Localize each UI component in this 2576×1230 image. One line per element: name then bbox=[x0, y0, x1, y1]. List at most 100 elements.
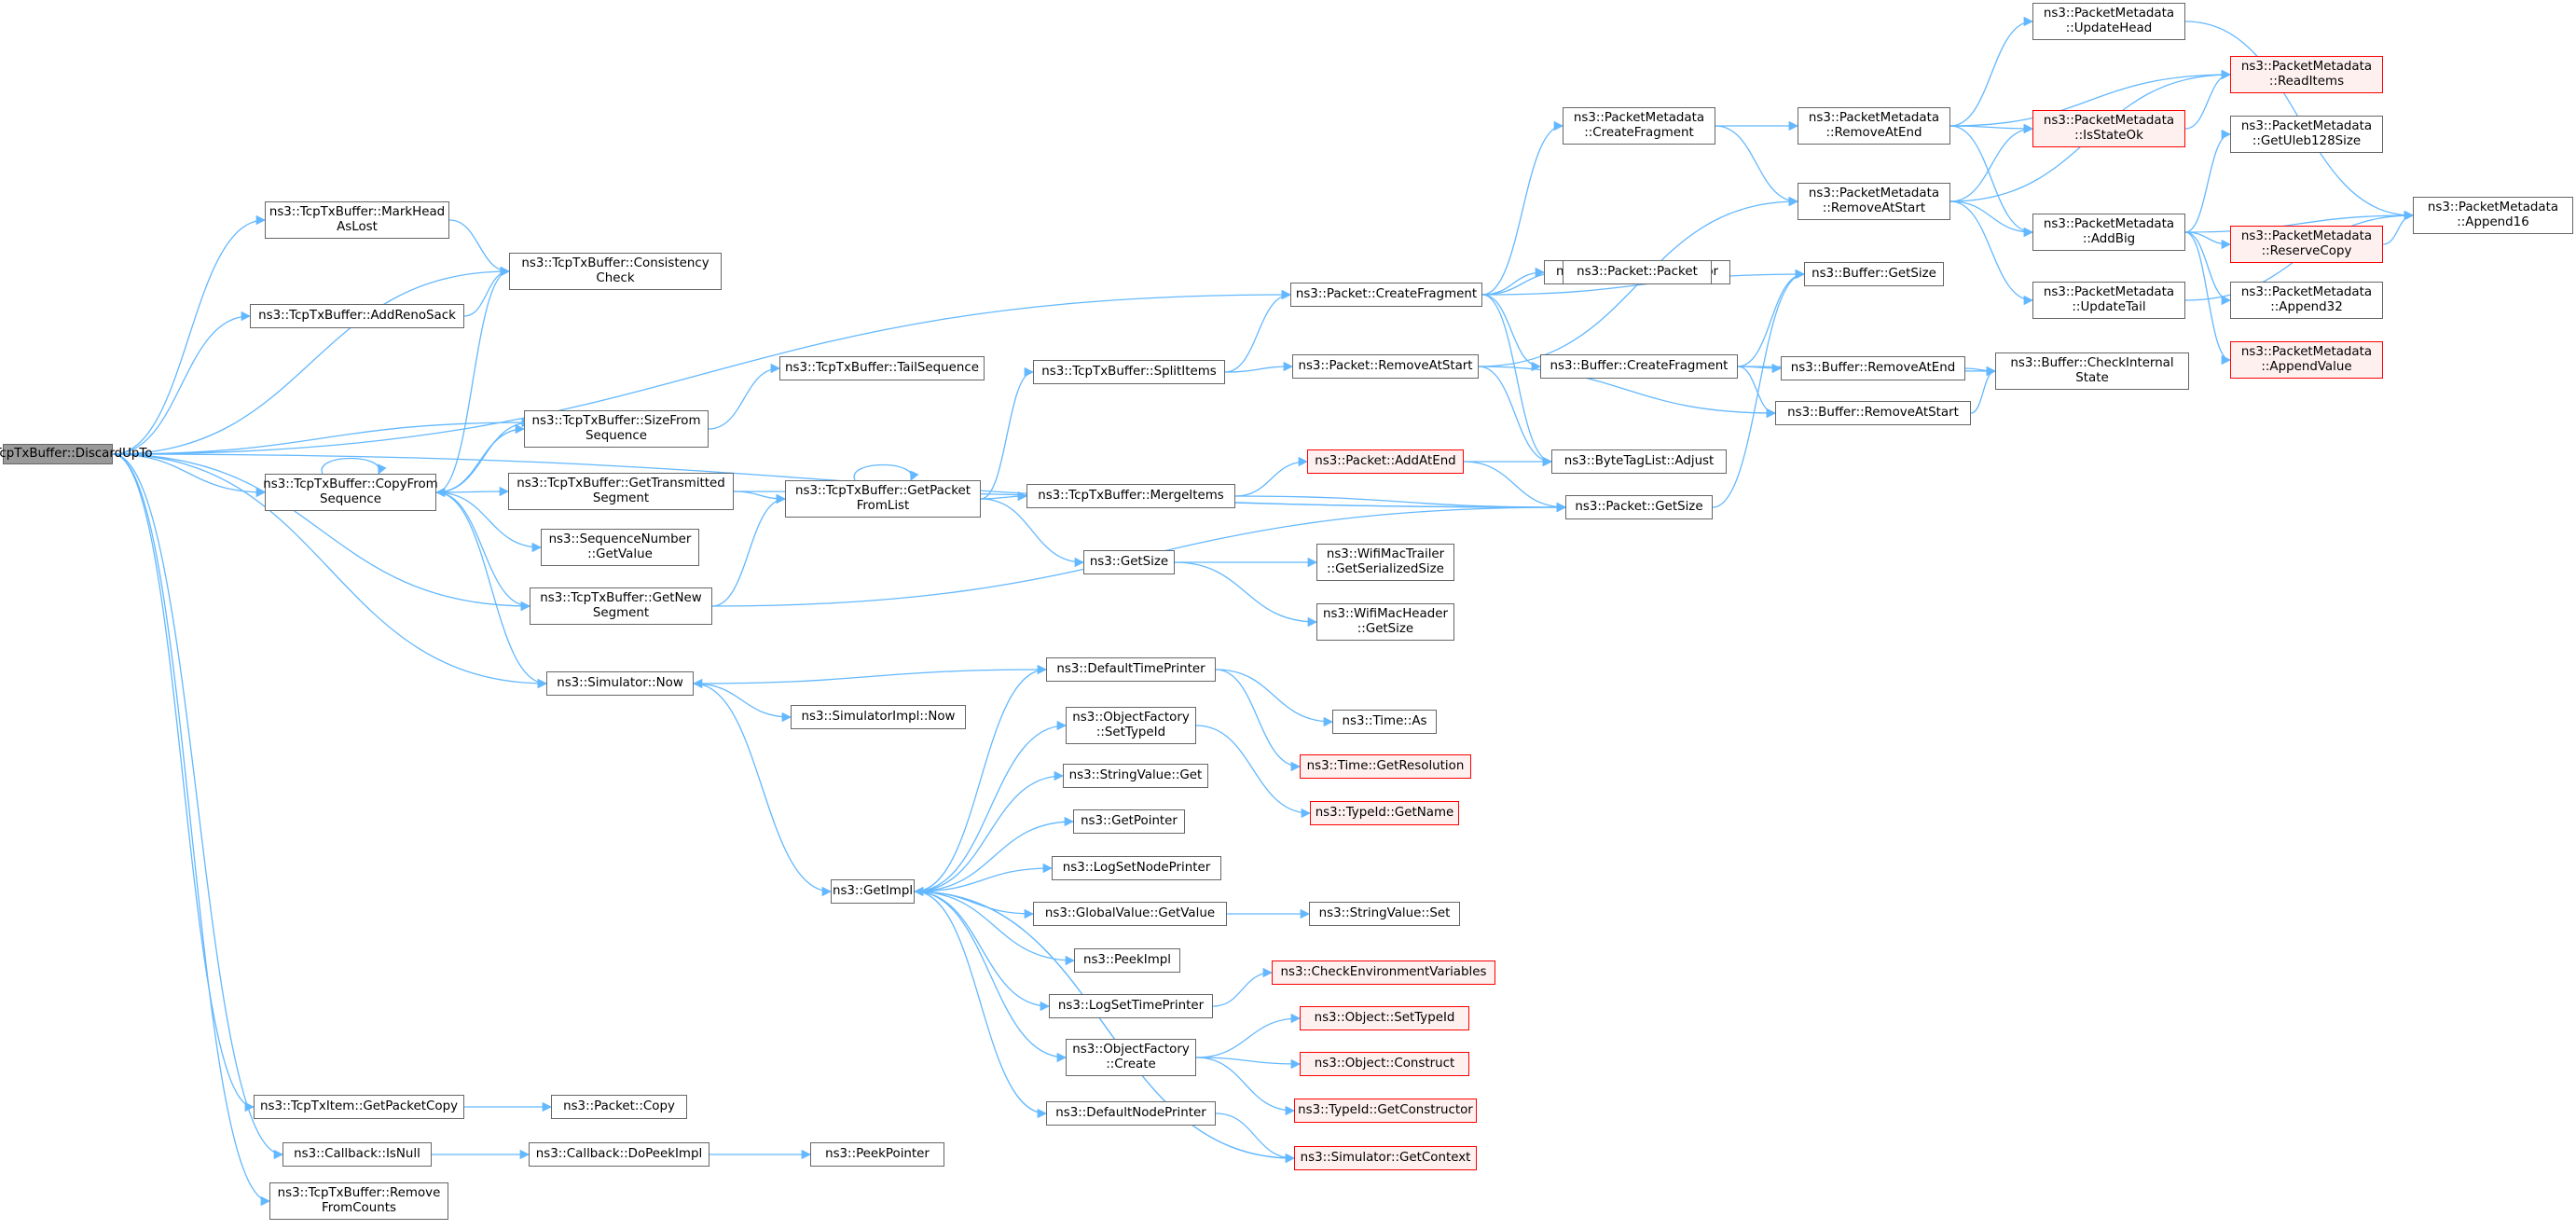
graph-node-string-value-get[interactable]: ns3::StringValue::Get bbox=[1063, 764, 1208, 788]
graph-node-peek-impl[interactable]: ns3::PeekImpl bbox=[1074, 948, 1180, 973]
call-edge-root-to-traced-get bbox=[112, 417, 532, 455]
graph-node-seq-get-value[interactable]: ns3::SequenceNumber::GetValue bbox=[541, 529, 699, 566]
graph-node-time-get-res[interactable]: ns3::Time::GetResolution bbox=[1300, 754, 1471, 779]
graph-node-label: ns3::TcpTxItem::GetPacketCopy bbox=[259, 1099, 459, 1113]
graph-node-buffer-remove-at-start[interactable]: ns3::Buffer::RemoveAtStart bbox=[1775, 401, 1971, 425]
graph-node-string-value-set[interactable]: ns3::StringValue::Set bbox=[1309, 902, 1460, 926]
graph-node-label: ::IsStateOk bbox=[2074, 129, 2143, 143]
call-edge-obj-factory-create-to-obj-set-type-id bbox=[1195, 1013, 1302, 1058]
graph-node-packet-get-size[interactable]: ns3::Packet::GetSize bbox=[1565, 495, 1713, 519]
graph-node-label: Sequence bbox=[585, 429, 648, 443]
call-edge-get-packet-from-list-to-get-packet-from-list bbox=[853, 463, 919, 481]
graph-node-check-env[interactable]: ns3::CheckEnvironmentVariables bbox=[1272, 961, 1495, 985]
call-edge-get-impl-to-obj-factory-create bbox=[914, 891, 1068, 1063]
graph-node-label: ns3::Object::Construct bbox=[1314, 1057, 1455, 1071]
graph-node-packet-copy[interactable]: ns3::Packet::Copy bbox=[551, 1095, 687, 1119]
graph-node-callback-do-peek[interactable]: ns3::Callback::DoPeekImpl bbox=[529, 1142, 709, 1167]
graph-node-label: ns3::PeekPointer bbox=[825, 1147, 930, 1161]
call-edge-default-time-printer-to-sim-now bbox=[692, 669, 1047, 689]
graph-node-obj-factory-set-type-id[interactable]: ns3::ObjectFactory::SetTypeId bbox=[1066, 707, 1196, 744]
call-edge-root-to-tx-item-get-packet-copy bbox=[112, 453, 255, 1113]
graph-node-tx-item-get-packet-copy[interactable]: ns3::TcpTxItem::GetPacketCopy bbox=[254, 1095, 464, 1119]
graph-node-pm-reserve-copy[interactable]: ns3::PacketMetadata::ReserveCopy bbox=[2230, 226, 2383, 263]
graph-node-label: ns3::TcpTxBuffer::MarkHead bbox=[269, 205, 446, 219]
call-edge-pm-remove-at-end-to-pm-update-head bbox=[1949, 16, 2034, 127]
graph-node-label: ::Append32 bbox=[2270, 300, 2343, 314]
graph-node-pm-append16[interactable]: ns3::PacketMetadata::Append16 bbox=[2413, 197, 2573, 234]
graph-node-get-impl[interactable]: ns3::GetImpl bbox=[831, 879, 915, 904]
graph-node-pm-read-items[interactable]: ns3::PacketMetadata::ReadItems bbox=[2230, 56, 2383, 93]
graph-node-pm-add-big[interactable]: ns3::PacketMetadata::AddBig bbox=[2032, 214, 2185, 251]
graph-node-label: ns3::PacketMetadata bbox=[1808, 111, 1940, 125]
graph-node-add-reno[interactable]: ns3::TcpTxBuffer::AddRenoSack bbox=[250, 304, 464, 328]
graph-node-peek-pointer[interactable]: ns3::PeekPointer bbox=[810, 1142, 944, 1167]
graph-node-packet-add-at-end[interactable]: ns3::Packet::AddAtEnd bbox=[1307, 449, 1464, 474]
graph-node-get-size[interactable]: ns3::GetSize bbox=[1083, 550, 1175, 574]
graph-node-pm-create-fragment[interactable]: ns3::PacketMetadata::CreateFragment bbox=[1563, 107, 1715, 145]
graph-node-obj-set-type-id[interactable]: ns3::Object::SetTypeId bbox=[1300, 1006, 1469, 1030]
graph-node-sim-now[interactable]: ns3::Simulator::Now bbox=[546, 671, 694, 696]
graph-node-callback-is-null[interactable]: ns3::Callback::IsNull bbox=[282, 1142, 432, 1167]
graph-node-default-time-printer[interactable]: ns3::DefaultTimePrinter bbox=[1046, 657, 1216, 682]
graph-node-label: ns3::TcpTxBuffer::GetTransmitted bbox=[517, 477, 725, 491]
graph-node-time-as[interactable]: ns3::Time::As bbox=[1332, 710, 1437, 734]
graph-node-buffer-create-fragment[interactable]: ns3::Buffer::CreateFragment bbox=[1540, 354, 1738, 379]
graph-node-buffer-remove-at-end[interactable]: ns3::Buffer::RemoveAtEnd bbox=[1781, 356, 1965, 380]
graph-node-label: ns3::PacketMetadata bbox=[1573, 111, 1705, 125]
graph-node-label: ns3::Buffer::GetSize bbox=[1811, 267, 1936, 281]
graph-node-sim-get-context[interactable]: ns3::Simulator::GetContext bbox=[1294, 1146, 1477, 1170]
graph-node-packet-create-fragment[interactable]: ns3::Packet::CreateFragment bbox=[1290, 283, 1482, 307]
graph-node-pm-update-head[interactable]: ns3::PacketMetadata::UpdateHead bbox=[2032, 3, 2185, 40]
call-edge-sim-now-to-sim-impl-now bbox=[693, 683, 792, 723]
graph-node-label: ns3::Packet::CreateFragment bbox=[1295, 287, 1478, 301]
call-edge-mark-head-to-consistency bbox=[448, 219, 511, 277]
graph-node-log-set-time-printer[interactable]: ns3::LogSetTimePrinter bbox=[1049, 994, 1213, 1018]
graph-node-pm-remove-at-start[interactable]: ns3::PacketMetadata::RemoveAtStart bbox=[1798, 183, 1950, 220]
graph-node-buffer-get-size[interactable]: ns3::Buffer::GetSize bbox=[1804, 262, 1944, 286]
graph-node-get-pointer[interactable]: ns3::GetPointer bbox=[1073, 809, 1185, 834]
graph-node-pm-update-tail[interactable]: ns3::PacketMetadata::UpdateTail bbox=[2032, 282, 2185, 319]
graph-node-label: Check bbox=[596, 271, 635, 285]
graph-node-merge-items[interactable]: ns3::TcpTxBuffer::MergeItems bbox=[1026, 484, 1235, 508]
graph-node-label: ns3::Packet::Copy bbox=[563, 1099, 675, 1113]
graph-node-label: ::ReserveCopy bbox=[2261, 244, 2352, 258]
graph-node-sim-impl-now[interactable]: ns3::SimulatorImpl::Now bbox=[791, 705, 966, 729]
graph-node-pm-append-value[interactable]: ns3::PacketMetadata::AppendValue bbox=[2230, 341, 2383, 379]
graph-node-byte-tag-adjust[interactable]: ns3::ByteTagList::Adjust bbox=[1551, 449, 1727, 474]
graph-node-global-value-get[interactable]: ns3::GlobalValue::GetValue bbox=[1033, 902, 1227, 926]
graph-node-split-items[interactable]: ns3::TcpTxBuffer::SplitItems bbox=[1033, 360, 1225, 384]
graph-node-obj-construct[interactable]: ns3::Object::Construct bbox=[1300, 1052, 1469, 1076]
graph-node-wifi-trailer[interactable]: ns3::WifiMacTrailer::GetSerializedSize bbox=[1316, 544, 1454, 581]
graph-node-type-id-get-ctor[interactable]: ns3::TypeId::GetConstructor bbox=[1294, 1099, 1477, 1123]
graph-node-label: ns3::PacketMetadata bbox=[1808, 187, 1940, 200]
graph-node-tail-seq[interactable]: ns3::TcpTxBuffer::TailSequence bbox=[779, 356, 985, 380]
graph-node-label: ns3::TcpTxBuffer::DiscardUpTo bbox=[0, 447, 153, 461]
graph-node-pm-append32[interactable]: ns3::PacketMetadata::Append32 bbox=[2230, 282, 2383, 319]
graph-node-packet-remove-at-start[interactable]: ns3::Packet::RemoveAtStart bbox=[1292, 354, 1479, 379]
graph-node-label: State bbox=[2075, 371, 2109, 385]
graph-node-log-set-node-printer[interactable]: ns3::LogSetNodePrinter bbox=[1052, 856, 1221, 880]
graph-node-label: ::AddBig bbox=[2082, 232, 2136, 246]
graph-node-wifi-header[interactable]: ns3::WifiMacHeader::GetSize bbox=[1316, 603, 1454, 641]
graph-node-label: ns3::PacketMetadata bbox=[2240, 119, 2373, 133]
graph-node-default-node-printer[interactable]: ns3::DefaultNodePrinter bbox=[1046, 1101, 1216, 1126]
graph-node-type-id-get-name[interactable]: ns3::TypeId::GetName bbox=[1310, 801, 1459, 825]
call-edge-pm-remove-at-start-to-pm-add-big bbox=[1949, 200, 2034, 238]
graph-node-pm-is-state-ok[interactable]: ns3::PacketMetadata::IsStateOk bbox=[2032, 110, 2185, 147]
graph-node-pm-get-uleb[interactable]: ns3::PacketMetadata::GetUleb128Size bbox=[2230, 116, 2383, 153]
call-edge-pm-create-fragment-to-pm-remove-at-start bbox=[1715, 125, 1799, 207]
graph-node-label: ns3::GetSize bbox=[1089, 555, 1169, 569]
graph-node-pm-remove-at-end[interactable]: ns3::PacketMetadata::RemoveAtEnd bbox=[1798, 107, 1950, 145]
graph-node-packet-packet[interactable]: ns3::Packet::Packet bbox=[1563, 260, 1712, 284]
call-edge-packet-create-fragment-to-buffer-create-fragment bbox=[1481, 294, 1542, 372]
graph-node-obj-factory-create[interactable]: ns3::ObjectFactory::Create bbox=[1066, 1039, 1196, 1076]
